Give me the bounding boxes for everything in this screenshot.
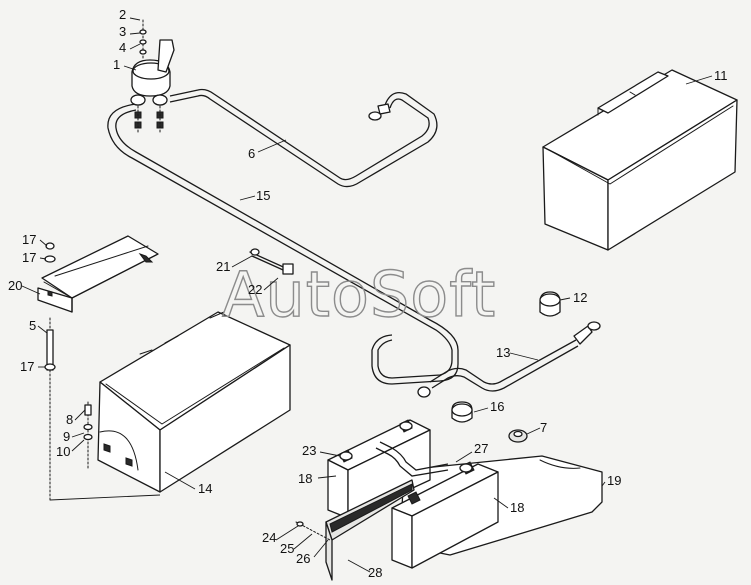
callout-15: 15 [256,188,270,203]
callout-17-middle: 17 [22,250,36,265]
terminal-cap-12 [539,291,561,317]
callout-26: 26 [296,551,310,566]
callout-13: 13 [496,345,510,360]
callout-4: 4 [119,40,126,55]
callout-21: 21 [216,259,230,274]
callout-28: 28 [368,565,382,580]
callout-14: 14 [198,481,212,496]
battery-18-lower [391,461,499,569]
callout-9: 9 [63,429,70,444]
callout-25: 25 [280,541,294,556]
callout-22: 22 [248,282,262,297]
insulating-pad-28 [325,479,415,581]
leader-lines [21,17,713,573]
callout-19: 19 [607,473,621,488]
jumper-cable-27 [375,441,449,477]
callout-16: 16 [490,399,504,414]
cable-15 [107,103,459,385]
hardware-24-25-26 [295,521,331,541]
callout-7: 7 [540,420,547,435]
battery-switch-1 [130,19,175,135]
battery-14 [97,311,291,493]
callout-2: 2 [119,7,126,22]
watermark-text: AutoSoft [222,258,496,331]
nut-7 [508,429,528,443]
callout-20: 20 [8,278,22,293]
callout-23: 23 [302,443,316,458]
callout-1: 1 [113,57,120,72]
callout-10: 10 [56,444,70,459]
callout-18-lower: 18 [510,500,524,515]
hold-down-bolt-5 [44,242,56,501]
callout-17-top: 17 [22,232,36,247]
callout-11: 11 [714,68,728,83]
callout-3: 3 [119,24,126,39]
callout-5: 5 [29,318,36,333]
callout-27: 27 [474,441,488,456]
battery-11 [542,69,738,251]
callout-12: 12 [573,290,587,305]
battery-18-upper [327,419,431,519]
callout-18-upper: 18 [298,471,312,486]
clamp-21-22 [249,248,294,275]
callout-24: 24 [262,530,276,545]
callout-8: 8 [66,412,73,427]
callout-numbers: 2 3 4 1 6 15 11 12 13 7 16 14 17 17 20 5… [8,7,728,580]
hardware-8-9-10 [83,401,93,471]
cable-13 [417,321,601,398]
callout-6: 6 [248,146,255,161]
terminal-cap-16 [451,401,473,423]
bracket-20 [37,235,159,313]
cable-6 [169,88,438,188]
callout-17-bottom: 17 [20,359,34,374]
